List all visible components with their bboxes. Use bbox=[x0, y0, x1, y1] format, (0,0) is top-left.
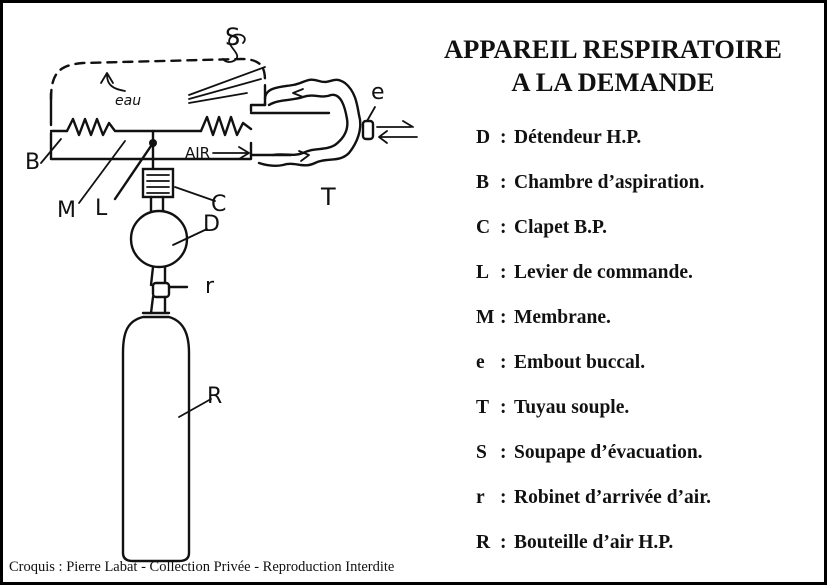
legend-label: Soupape d’évacuation. bbox=[514, 442, 703, 463]
legend-separator: : bbox=[500, 172, 507, 193]
legend-label: Levier de commande. bbox=[514, 262, 693, 283]
legend-label: Détendeur H.P. bbox=[514, 127, 642, 148]
tap-r bbox=[151, 281, 171, 299]
label-r-small: r bbox=[205, 274, 215, 299]
legend-list: D: Détendeur H.P. B: Chambre d’aspiration.… bbox=[476, 127, 711, 577]
legend-label: Robinet d’arrivée d’air. bbox=[514, 487, 711, 508]
legend-key: T bbox=[476, 397, 490, 418]
legend-item: r: Robinet d’arrivée d’air. bbox=[476, 487, 711, 532]
legend-key: R bbox=[476, 532, 491, 553]
legend-item: L: Levier de commande. bbox=[476, 262, 711, 307]
c-pointer bbox=[174, 186, 216, 202]
legend-label: Embout buccal. bbox=[514, 352, 646, 373]
spring-left bbox=[65, 117, 203, 137]
legend-separator: : bbox=[500, 532, 507, 553]
legend-label: Bouteille d’air H.P. bbox=[514, 532, 674, 553]
legend-key: S bbox=[476, 442, 487, 463]
legend-label: Clapet B.P. bbox=[514, 217, 607, 238]
legend-key: e bbox=[476, 352, 485, 373]
apparatus-sketch: S eau e B AIR M L C T D r R bbox=[25, 23, 418, 563]
label-air: AIR bbox=[185, 144, 210, 162]
label-l: L bbox=[95, 196, 108, 221]
r-pointer bbox=[178, 398, 212, 418]
regulator-d bbox=[129, 209, 189, 269]
diagram-title: APPAREIL RESPIRATOIRE A LA DEMANDE bbox=[403, 33, 823, 99]
chamber-top-dashed bbox=[49, 57, 267, 101]
lever-pivot bbox=[149, 139, 157, 147]
legend-key: D bbox=[476, 127, 491, 148]
title-line-1: APPAREIL RESPIRATOIRE bbox=[444, 34, 782, 64]
legend-separator: : bbox=[500, 442, 507, 463]
legend-label: Chambre d’aspiration. bbox=[514, 172, 705, 193]
valve-c-spring bbox=[146, 174, 170, 194]
hose-arrow-bottom bbox=[298, 150, 310, 162]
legend-label: Membrane. bbox=[514, 307, 611, 328]
legend-key: B bbox=[476, 172, 490, 193]
legend-separator: : bbox=[500, 487, 507, 508]
legend-separator: : bbox=[500, 262, 507, 283]
m-pointer bbox=[78, 140, 126, 204]
spring-right bbox=[199, 115, 253, 137]
stem-r-bottle bbox=[149, 295, 167, 315]
credit-line: Croquis : Pierre Labat - Collection Priv… bbox=[9, 559, 395, 575]
eau-arrow bbox=[100, 72, 126, 92]
b-pointer bbox=[40, 138, 62, 164]
air-channel bbox=[249, 101, 331, 157]
legend-separator: : bbox=[500, 397, 507, 418]
legend-label: Tuyau souple. bbox=[514, 397, 630, 418]
label-c: C bbox=[211, 192, 226, 217]
title-line-2: A LA DEMANDE bbox=[511, 67, 715, 97]
lever bbox=[113, 129, 155, 201]
valve-s-lines bbox=[188, 33, 266, 104]
legend-key: M bbox=[476, 307, 495, 328]
legend-separator: : bbox=[500, 217, 507, 238]
legend-key: C bbox=[476, 217, 491, 238]
hose-outer bbox=[257, 78, 362, 168]
legend-item: R: Bouteille d’air H.P. bbox=[476, 532, 711, 577]
legend-key: L bbox=[476, 262, 490, 283]
label-d: D bbox=[203, 212, 220, 237]
legend-item: C: Clapet B.P. bbox=[476, 217, 711, 262]
air-arrow bbox=[212, 146, 250, 160]
hose-arrow-top bbox=[292, 88, 304, 98]
label-t: T bbox=[320, 183, 336, 211]
label-e: e bbox=[371, 80, 385, 105]
label-b: B bbox=[25, 150, 40, 175]
legend-item: B: Chambre d’aspiration. bbox=[476, 172, 711, 217]
legend-item: M: Membrane. bbox=[476, 307, 711, 352]
mouthpiece bbox=[361, 119, 375, 141]
legend-item: D: Détendeur H.P. bbox=[476, 127, 711, 172]
legend-item: T: Tuyau souple. bbox=[476, 397, 711, 442]
e-pointer bbox=[366, 106, 376, 122]
label-s: S bbox=[225, 23, 240, 51]
hose-inner bbox=[267, 93, 349, 157]
bottle-r bbox=[121, 311, 191, 563]
legend-separator: : bbox=[500, 352, 507, 373]
label-r-bottle: R bbox=[207, 384, 222, 409]
label-m: M bbox=[57, 198, 76, 223]
legend-separator: : bbox=[500, 307, 507, 328]
label-eau: eau bbox=[115, 93, 141, 109]
drawing-card: S eau e B AIR M L C T D r R APPAREIL RES… bbox=[3, 3, 824, 582]
mouthpiece-arrows bbox=[376, 120, 418, 144]
legend-item: e: Embout buccal. bbox=[476, 352, 711, 397]
d-pointer bbox=[172, 228, 208, 246]
legend-key: r bbox=[476, 487, 485, 508]
legend-item: S: Soupape d’évacuation. bbox=[476, 442, 711, 487]
legend-separator: : bbox=[500, 127, 507, 148]
